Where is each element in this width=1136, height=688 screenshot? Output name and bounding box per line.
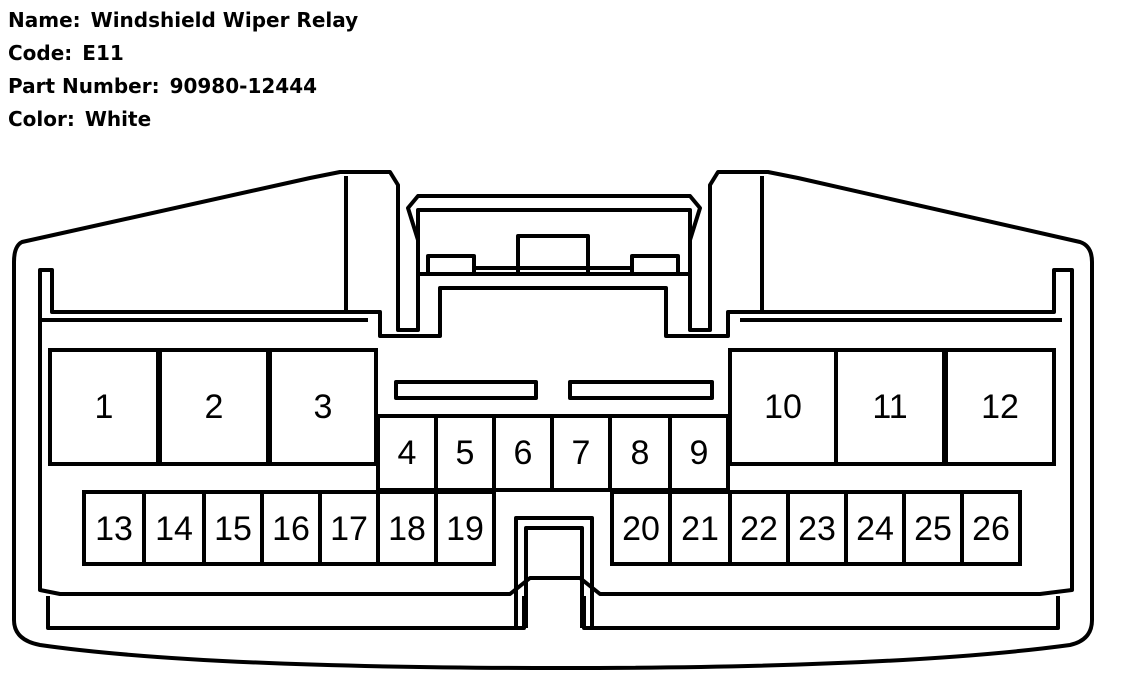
- pin-label: 12: [981, 388, 1019, 426]
- pin-label: 22: [740, 510, 778, 548]
- pin-cavity-12: [944, 348, 1056, 466]
- code-row: Code: E11: [8, 37, 358, 70]
- name-value: Windshield Wiper Relay: [90, 8, 359, 32]
- pin-label: 13: [95, 510, 133, 548]
- key-slot-left: [394, 380, 538, 400]
- pin-label: 4: [398, 434, 417, 472]
- pin-cavity-1: [48, 348, 160, 466]
- latch-center-block: [516, 234, 590, 276]
- key-slot-right: [568, 380, 714, 400]
- code-value: E11: [82, 41, 124, 65]
- latch-top: [416, 208, 692, 276]
- color-row: Color: White: [8, 103, 358, 136]
- pin-label: 10: [764, 388, 802, 426]
- pin-label: 3: [314, 388, 333, 426]
- part-number-row: Part Number: 90980-12444: [8, 70, 358, 103]
- name-label: Name:: [8, 8, 81, 32]
- pin-label: 18: [388, 510, 426, 548]
- pin-label: 11: [872, 388, 907, 426]
- code-label: Code:: [8, 41, 73, 65]
- connector-housing-outline: [12, 170, 1094, 670]
- pin-cavity-3: [268, 348, 378, 466]
- pin-cavity-8: [608, 414, 672, 492]
- color-label: Color:: [8, 107, 75, 131]
- pin-cavity-15: [202, 490, 264, 566]
- color-value: White: [84, 107, 152, 131]
- part-number-value: 90980-12444: [169, 74, 318, 98]
- pin-label: 24: [856, 510, 894, 548]
- pin-label: 9: [690, 434, 709, 472]
- pin-label: 7: [572, 434, 591, 472]
- pin-label: 8: [631, 434, 650, 472]
- part-number-label: Part Number:: [8, 74, 160, 98]
- pin-label: 6: [514, 434, 533, 472]
- latch-right-block: [630, 254, 680, 276]
- latch-left-block: [426, 254, 476, 276]
- pin-label: 26: [972, 510, 1010, 548]
- pin-label: 16: [272, 510, 310, 548]
- pin-label: 14: [155, 510, 193, 548]
- pin-cavity-17: [318, 490, 380, 566]
- pin-label: 23: [798, 510, 836, 548]
- pin-label: 2: [205, 388, 224, 426]
- pin-label: 25: [914, 510, 952, 548]
- bottom-rail: [46, 596, 1060, 630]
- connector-info: Name: Windshield Wiper Relay Code: E11 Par…: [8, 4, 358, 136]
- pin-cavity-13: [82, 490, 146, 566]
- pin-label: 17: [330, 510, 368, 548]
- pin-cavity-10: [728, 348, 838, 466]
- pin-cavity-24: [844, 490, 906, 566]
- pin-cavity-20: [610, 490, 672, 566]
- pin-label: 5: [456, 434, 475, 472]
- pin-cavity-23: [786, 490, 848, 566]
- pin-cavity-2: [158, 348, 270, 466]
- pin-label: 21: [681, 510, 719, 548]
- pin-cavity-16: [260, 490, 322, 566]
- pin-label: 20: [622, 510, 660, 548]
- name-row: Name: Windshield Wiper Relay: [8, 4, 358, 37]
- pin-label: 15: [214, 510, 252, 548]
- pin-cavity-7: [550, 414, 612, 492]
- pin-cavity-19: [434, 490, 496, 566]
- pin-label: 19: [446, 510, 484, 548]
- pin-cavity-25: [902, 490, 964, 566]
- pin-label: 1: [95, 388, 114, 426]
- center-keyway: [514, 516, 594, 628]
- pin-cavity-26: [960, 490, 1022, 566]
